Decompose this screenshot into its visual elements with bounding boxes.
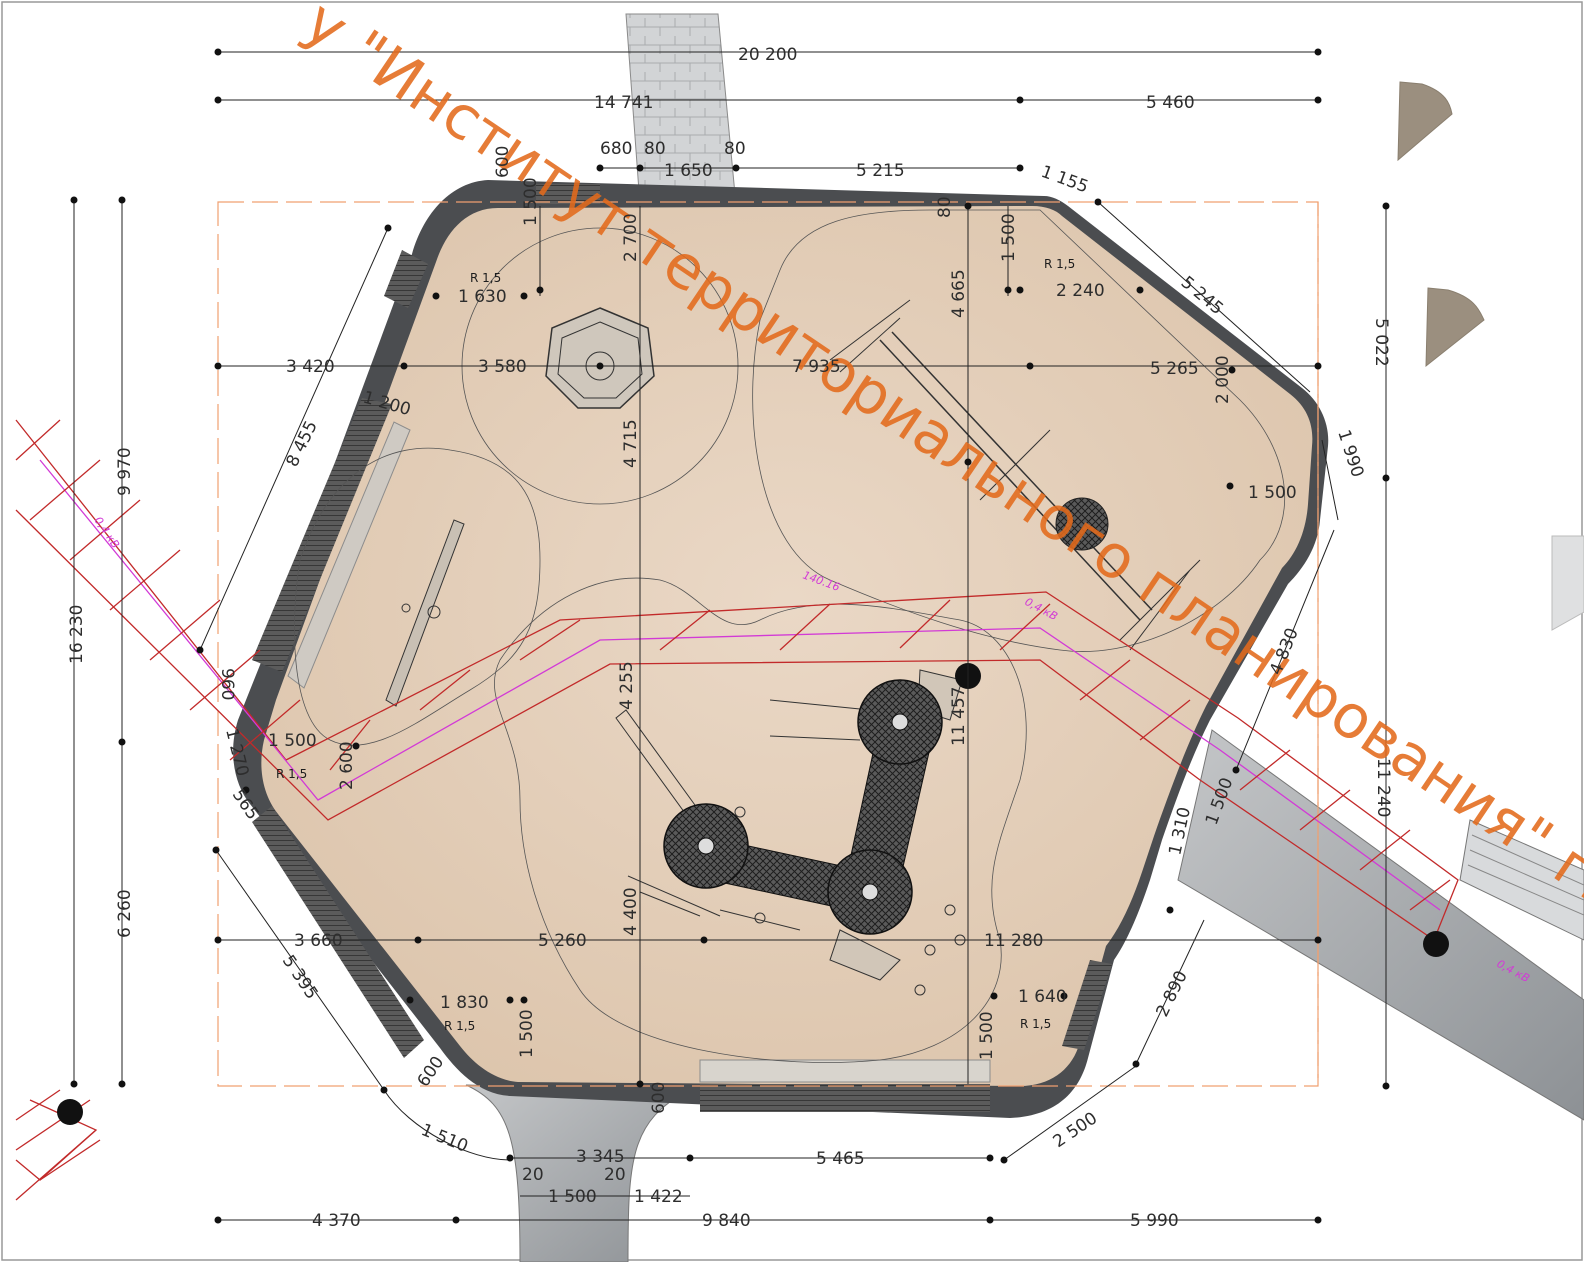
dim-label: 5 215: [856, 161, 905, 181]
dim-label: 1 500: [268, 731, 317, 751]
dim-label: 6 260: [115, 889, 135, 938]
dim-label: 11 280: [984, 931, 1043, 951]
east-path: [1177, 729, 1584, 1121]
paved-paths: [465, 13, 1584, 1262]
dim-label: 80: [935, 196, 955, 218]
south-path: [465, 1084, 691, 1262]
dim-label: 80: [724, 139, 746, 159]
dim-label: 3 580: [478, 357, 527, 377]
dim-label: 1 990: [1333, 427, 1367, 479]
dim-label: 600: [414, 1053, 449, 1091]
dim-label: 4 715: [621, 419, 641, 468]
dimension-lines: [70, 48, 1390, 1224]
dim-label: 2 500: [1050, 1108, 1102, 1152]
dim-label: 2 000: [1213, 355, 1233, 404]
dim-label: 2 890: [1153, 968, 1192, 1021]
dim-label: 1 500: [1248, 483, 1297, 503]
dim-label: 14 741: [594, 93, 653, 113]
radius-label: R 1,5: [276, 767, 307, 781]
dim-label: 1 422: [634, 1187, 683, 1207]
dim-label: 600: [649, 1082, 669, 1114]
dim-label: 20: [604, 1165, 626, 1185]
radius-label: R 1,5: [444, 1019, 475, 1033]
dim-label: 5 395: [278, 952, 322, 1004]
dim-label: 680: [600, 139, 632, 159]
dim-label: 2 700: [621, 213, 641, 262]
dim-label: 1 640: [1018, 987, 1067, 1007]
dim-label: 1 500: [548, 1187, 597, 1207]
dim-label: 4 255: [617, 661, 637, 710]
dim-label: 4 400: [621, 887, 641, 936]
dim-label: 9 970: [115, 447, 135, 496]
edge-benches: [252, 184, 1112, 1112]
dim-label: 1 510: [418, 1120, 471, 1157]
dim-label: 11 240: [1373, 758, 1393, 817]
dim-label: 5 460: [1146, 93, 1195, 113]
dim-label: 11 457: [949, 687, 969, 746]
dim-label: 1 630: [458, 287, 507, 307]
dim-label: 9 840: [702, 1211, 751, 1231]
dim-label: 600: [493, 146, 513, 178]
side-bench: [1459, 819, 1584, 941]
dim-label: 20 200: [738, 45, 797, 65]
dim-label: 5 022: [1371, 318, 1391, 367]
dim-label: 1 155: [1038, 162, 1091, 197]
radius-label: R 1,5: [470, 271, 501, 285]
dim-label: 4 665: [949, 269, 969, 318]
dim-label: 1 830: [440, 993, 489, 1013]
balance-beam: [385, 519, 465, 707]
dim-label: 3 345: [576, 1147, 625, 1167]
dim-label: 5 260: [538, 931, 587, 951]
sand-surface: [261, 206, 1313, 1086]
dim-label: 3 660: [294, 931, 343, 951]
dim-label: 1 500: [999, 213, 1019, 262]
radius-label: R 1,5: [1044, 257, 1075, 271]
dim-label: 1 650: [664, 161, 713, 181]
dim-label: 1 500: [521, 177, 541, 226]
dim-label: 20: [522, 1165, 544, 1185]
dim-label: 16 230: [67, 605, 87, 664]
cable-corridor: [15, 419, 1459, 1201]
dim-label: 960: [217, 668, 237, 700]
landscape-marks: [1397, 81, 1584, 631]
dim-label: 5 265: [1150, 359, 1199, 379]
dim-label: 1 500: [977, 1011, 997, 1060]
dim-label: 5 465: [816, 1149, 865, 1169]
dim-label: 7 935: [792, 357, 841, 377]
swing-set: [829, 299, 1201, 651]
dim-label: 2 600: [337, 741, 357, 790]
climbing-complex: [615, 669, 966, 996]
carousel: [545, 307, 655, 409]
radius-label: R 1,5: [1020, 1017, 1051, 1031]
dim-label: 80: [644, 139, 666, 159]
dim-label: 5 990: [1130, 1211, 1179, 1231]
dim-label: 4 370: [312, 1211, 361, 1231]
dim-label: 8 455: [283, 418, 322, 471]
dim-label: 2 240: [1056, 281, 1105, 301]
dim-label: 3 420: [286, 357, 335, 377]
dim-label: 1 500: [517, 1009, 537, 1058]
